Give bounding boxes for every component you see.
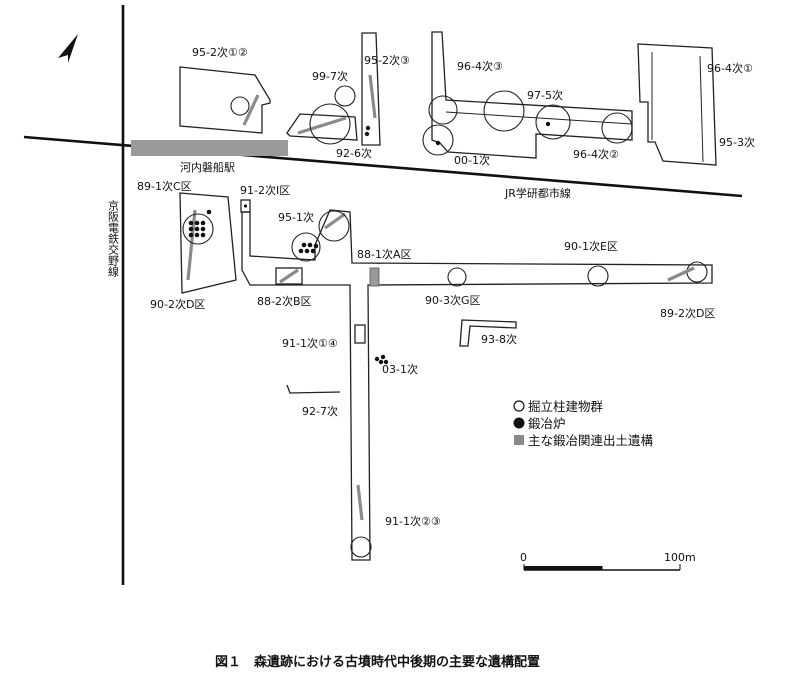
label-91-2I: 91-2次I区 <box>240 183 290 197</box>
pillar-building-circle <box>350 536 372 558</box>
label-95-3: 95-3次 <box>719 135 755 149</box>
trench-93-8 <box>459 319 517 347</box>
legend-pillar-label: 掘立柱建物群 <box>528 399 604 414</box>
label-03-1: 03-1次 <box>382 362 418 376</box>
smithing-furnace-dot <box>545 121 551 127</box>
smithing-furnace-dot <box>243 204 248 208</box>
label-89-1C: 89-1次C区 <box>137 179 192 193</box>
smithing-furnace-dot <box>364 131 370 137</box>
pillar-building-circle <box>601 112 633 144</box>
label-93-8: 93-8次 <box>481 332 517 346</box>
label-95-1: 95-1次 <box>278 210 314 224</box>
pillar-building-circle <box>230 96 250 116</box>
smithing-hatch <box>186 209 197 281</box>
pillar-building-circle <box>318 210 350 242</box>
smithing-feature <box>369 267 380 287</box>
label-99-7: 99-7次 <box>312 69 348 83</box>
pillar-building-circle <box>182 213 214 245</box>
label-91-1-14: 91-1次①④ <box>282 336 338 350</box>
label-90-3G: 90-3次G区 <box>425 293 481 307</box>
label-95-2-3: 95-2次③ <box>364 53 410 67</box>
smithing-hatch <box>297 116 347 135</box>
scale-zero: 0 <box>520 551 527 564</box>
label-96-4-2: 96-4次② <box>573 147 619 161</box>
smithing-furnace-cluster <box>188 209 212 238</box>
smithing-furnace-dot <box>435 140 441 146</box>
label-91-1-23: 91-1次②③ <box>385 514 441 528</box>
smithing-hatch <box>324 212 346 230</box>
label-88-2B: 88-2次B区 <box>257 294 312 308</box>
figure-caption: 図１ 森遺跡における古墳時代中後期の主要な遺構配置 <box>215 654 540 670</box>
trench-95-2-3 <box>361 32 381 146</box>
label-90-2D: 90-2次D区 <box>150 297 205 311</box>
label-96-4-3: 96-4次③ <box>457 59 503 73</box>
label-88-1A: 88-1次A区 <box>357 247 412 261</box>
pillar-building-circle <box>483 90 525 132</box>
smithing-hatch <box>667 266 695 282</box>
station-platform <box>131 140 288 156</box>
label-00-1: 00-1次 <box>454 153 490 167</box>
smithing-furnace-dot <box>365 125 371 131</box>
legend: 掘立柱建物群 鍛冶炉 主な鍛冶関連出土遺構 <box>513 399 654 448</box>
trench-92-6 <box>286 113 358 141</box>
trench-89-1C <box>179 192 237 294</box>
trench-96-4-1 <box>637 43 717 166</box>
legend-furnace-label: 鍛冶炉 <box>528 416 566 431</box>
label-95-2-12: 95-2次①② <box>192 45 248 59</box>
pillar-building-circle <box>428 95 458 125</box>
pillar-building-circle <box>309 103 351 145</box>
smithing-furnace-cluster <box>374 354 389 365</box>
legend-smithing-label: 主な鍛冶関連出土遺構 <box>528 433 654 448</box>
trench-95-2-12 <box>179 66 271 134</box>
legend-pillar-icon <box>513 400 525 412</box>
legend-smithing-icon <box>514 435 524 445</box>
smithing-hatch <box>356 484 364 521</box>
pillar-building-circle <box>422 124 454 156</box>
trench-inner-line <box>445 111 633 125</box>
trench-92-7 <box>286 384 341 394</box>
label-89-2D: 89-2次D区 <box>660 306 715 320</box>
label-92-7: 92-7次 <box>302 404 338 418</box>
smithing-hatch <box>279 268 299 284</box>
scale-max: 100m <box>664 551 696 564</box>
pillar-building-circle <box>291 232 321 262</box>
trench-91-1-inner <box>354 324 366 344</box>
trench-88-2B <box>275 267 303 285</box>
label-keihan-line: 京阪電鉄交野線 <box>107 199 120 277</box>
label-jr-line: JR学研都市線 <box>504 186 571 200</box>
pillar-building-circle <box>535 104 571 140</box>
pillar-building-circle <box>334 85 356 107</box>
north-arrow-icon <box>58 34 78 63</box>
legend-furnace-icon <box>513 417 525 429</box>
trench-inner-line <box>699 55 704 163</box>
label-96-4-1: 96-4次① <box>707 61 753 75</box>
pillar-building-circle <box>587 265 609 287</box>
label-97-5: 97-5次 <box>527 88 563 102</box>
trench-88-1A-main <box>241 209 713 561</box>
smithing-hatch <box>242 94 260 126</box>
label-station: 河内磐船駅 <box>180 160 235 174</box>
label-92-6: 92-6次 <box>336 146 372 160</box>
scale-bar: 0 100m <box>520 551 696 571</box>
smithing-hatch <box>368 74 377 119</box>
label-90-1E: 90-1次E区 <box>564 239 618 253</box>
smithing-furnace-cluster <box>298 242 319 254</box>
pillar-building-circle <box>447 267 467 287</box>
